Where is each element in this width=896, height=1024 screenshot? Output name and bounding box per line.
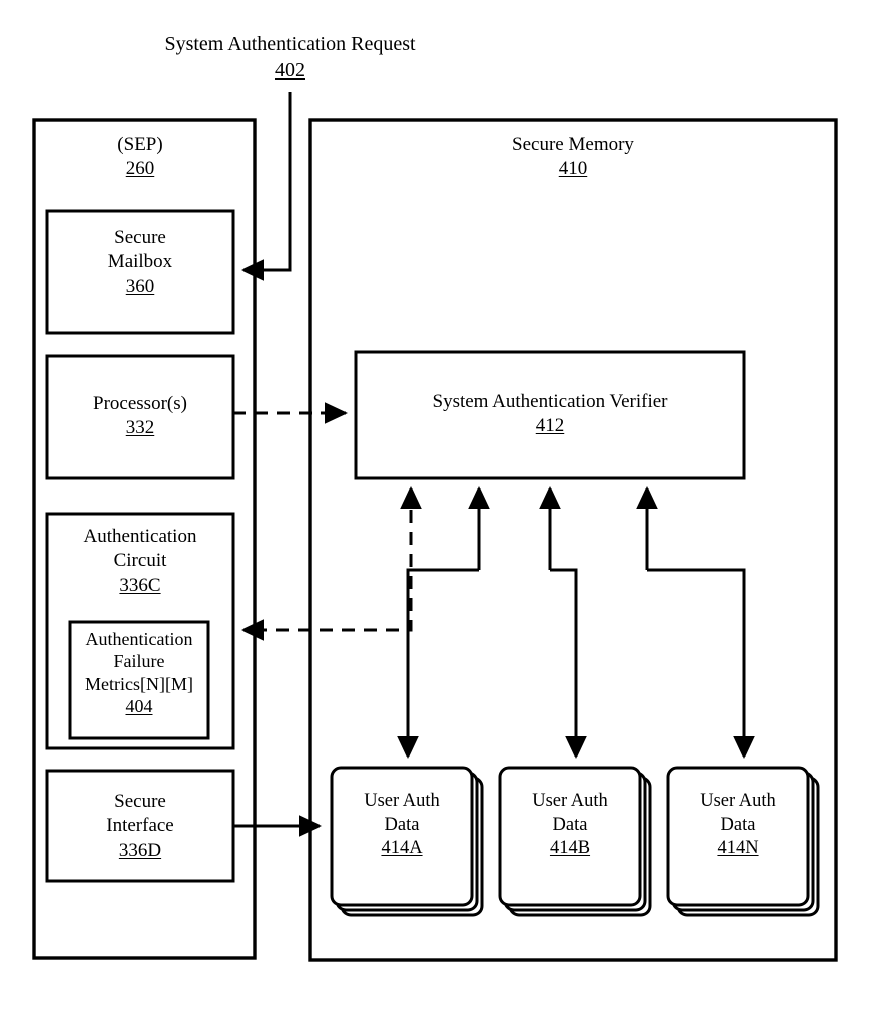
system-authentication-verifier-box[interactable]	[354, 350, 746, 480]
secure-interface-label-block: Secure Interface 336D	[47, 790, 233, 863]
secure-mailbox-label-line1: Secure	[114, 227, 166, 248]
verifier-label: System Authentication Verifier	[432, 391, 668, 412]
processors-box[interactable]	[45, 354, 235, 480]
user-auth-data-414A-line2: Data	[384, 814, 420, 835]
user-auth-data-414N-line1: User Auth	[700, 791, 776, 811]
user-auth-data-414N-ref: 414N	[717, 838, 759, 859]
connector-verifier-to-data-414A-down	[397, 568, 479, 759]
processors-label-block: Processor(s) 332	[47, 392, 233, 441]
connector-verifier-to-auth-circuit	[241, 488, 413, 641]
secure-memory-ref: 410	[558, 158, 588, 180]
figure-title-block: System Authentication Request 402	[145, 32, 435, 83]
metrics-label-line1: Authentication	[85, 629, 193, 649]
figure-title-ref: 402	[275, 58, 305, 81]
user-auth-data-stack-414N[interactable]	[666, 766, 820, 917]
secure-interface-box[interactable]	[45, 769, 235, 883]
metrics-label-line3: Metrics[N][M]	[85, 673, 193, 694]
connector-verifier-to-data-414N-down	[647, 568, 755, 759]
user-auth-data-414B-label-block: User Auth Data 414B	[500, 790, 640, 861]
sep-panel-title: (SEP)	[117, 134, 163, 155]
secure-memory-title: Secure Memory	[512, 134, 634, 155]
secure-mailbox-ref: 360	[125, 275, 155, 297]
user-auth-data-414N-label-block: User Auth Data 414N	[668, 790, 808, 861]
authentication-circuit-label-block: Authentication Circuit 336C	[47, 525, 233, 598]
secure-mailbox-label-block: Secure Mailbox 360	[47, 226, 233, 299]
verifier-label-block: System Authentication Verifier 412	[356, 390, 744, 439]
user-auth-data-414B-line2: Data	[552, 814, 588, 835]
processors-ref: 332	[125, 417, 155, 439]
secure-memory-panel-border	[308, 118, 838, 962]
authentication-circuit-ref: 336C	[119, 574, 161, 596]
secure-mailbox-label-line2: Mailbox	[107, 251, 173, 273]
verifier-ref: 412	[535, 415, 565, 437]
secure-mailbox-box[interactable]	[45, 209, 235, 335]
authentication-failure-metrics-box[interactable]	[68, 620, 210, 740]
metrics-label-line2: Failure	[113, 651, 165, 672]
sep-panel-title-block: (SEP) 260	[47, 133, 233, 182]
user-auth-data-stack-414A[interactable]	[330, 766, 484, 917]
authentication-circuit-label-line1: Authentication	[83, 526, 197, 547]
user-auth-data-414B-line1: User Auth	[532, 791, 608, 811]
user-auth-data-414N-line2: Data	[720, 814, 756, 835]
processors-label-line1: Processor(s)	[93, 393, 187, 414]
user-auth-data-414A-label-block: User Auth Data 414A	[332, 790, 472, 861]
authentication-circuit-label-line2: Circuit	[113, 550, 167, 572]
connector-verifier-to-data-414B-down	[550, 568, 587, 759]
authentication-failure-metrics-label-block: Authentication Failure Metrics[N][M] 404	[70, 628, 208, 717]
connector-request-to-mailbox	[241, 92, 292, 281]
secure-interface-label-line1: Secure	[114, 791, 166, 812]
metrics-ref: 404	[125, 695, 153, 716]
user-auth-data-stack-414B[interactable]	[498, 766, 652, 917]
user-auth-data-414A-line1: User Auth	[364, 791, 440, 811]
user-auth-data-414B-ref: 414B	[549, 838, 591, 859]
sep-panel-border	[32, 118, 257, 960]
sep-panel-ref: 260	[125, 158, 155, 180]
figure-title: System Authentication Request	[164, 33, 416, 55]
secure-memory-title-block: Secure Memory 410	[440, 133, 706, 182]
secure-interface-label-line2: Interface	[106, 815, 174, 837]
secure-interface-ref: 336D	[118, 839, 162, 861]
user-auth-data-414A-ref: 414A	[381, 838, 423, 859]
